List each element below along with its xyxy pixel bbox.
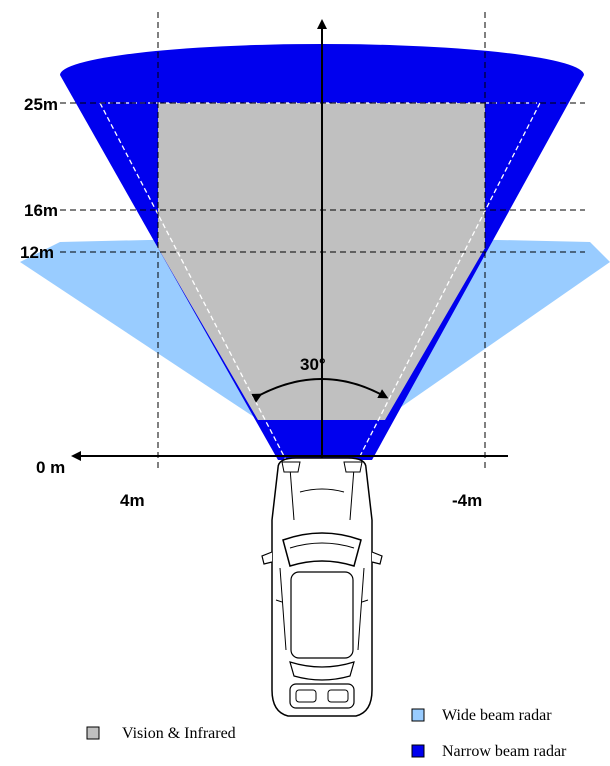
car-icon: [261, 457, 383, 717]
legend-swatch-vision: [86, 726, 100, 740]
vision-edge-right: [357, 102, 541, 461]
label-minus-4m: -4m: [452, 491, 482, 510]
legend-label-narrow: Narrow beam radar: [442, 743, 567, 760]
legend-label-wide: Wide beam radar: [442, 707, 552, 724]
legend-swatch-narrow: [411, 744, 425, 758]
vision-edge-left: [99, 102, 287, 461]
label-25m: 25m: [24, 95, 58, 114]
angle-label: 30°: [300, 355, 326, 374]
label-12m: 12m: [20, 243, 54, 262]
angle-arc: [251, 378, 389, 403]
label-0m: 0 m: [36, 458, 65, 477]
label-16m: 16m: [24, 201, 58, 220]
legend-swatch-wide: [411, 708, 425, 722]
legend: Wide beam radar Narrow beam radar Vision…: [86, 707, 567, 760]
legend-label-vision: Vision & Infrared: [122, 725, 236, 742]
label-4m: 4m: [120, 491, 145, 510]
